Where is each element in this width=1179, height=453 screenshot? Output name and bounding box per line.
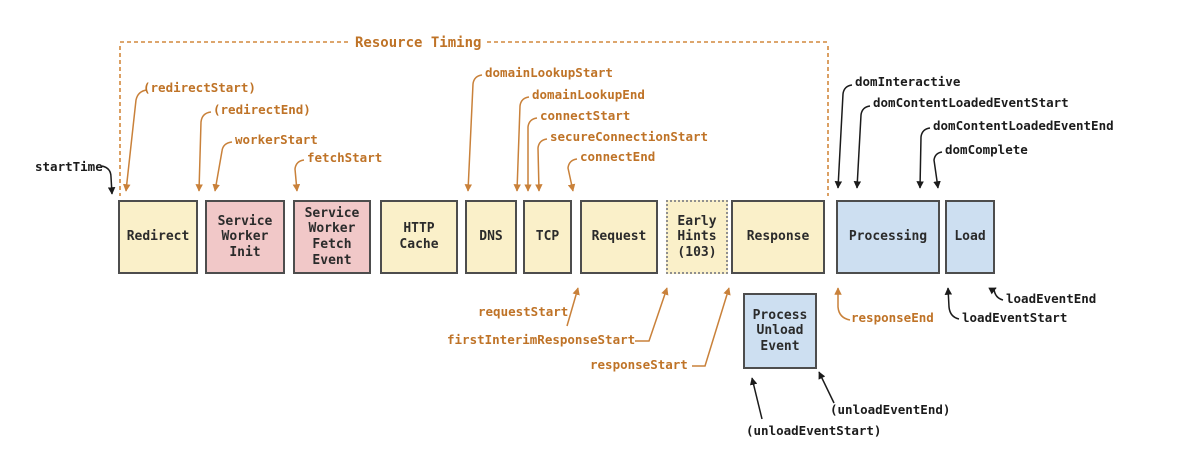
label-connectStart: connectStart	[540, 108, 631, 123]
arrow-domainLookupEnd	[513, 96, 530, 192]
arrow-secureConnectionStart	[535, 138, 548, 192]
label-domInteractive: domInteractive	[855, 74, 961, 89]
box-early-hints: Early Hints (103)	[666, 200, 728, 274]
label-responseEnd: responseEnd	[851, 310, 934, 325]
label-firstInterimResponseStart: firstInterimResponseStart	[447, 332, 636, 347]
resource-timing-title: Resource Timing	[355, 35, 482, 51]
label-unloadEventEnd: (unloadEventEnd)	[830, 402, 951, 417]
label-responseStart: responseStart	[590, 357, 688, 372]
box-tcp: TCP	[523, 200, 572, 274]
arrow-domainLookupStart	[464, 74, 483, 192]
label-unloadEventStart: (unloadEventStart)	[746, 423, 882, 438]
box-request: Request	[580, 200, 658, 274]
arrow-unloadEventStart	[749, 377, 763, 420]
box-service-worker-init: Service Worker Init	[205, 200, 285, 274]
box-process-unload-event: Process Unload Event	[743, 293, 817, 369]
arrow-loadEventStart	[944, 287, 960, 320]
label-startTime: startTime	[35, 159, 103, 174]
label-loadEventEnd: loadEventEnd	[1006, 291, 1097, 306]
label-domainLookupEnd: domainLookupEnd	[532, 87, 645, 102]
arrow-domInteractive	[834, 84, 853, 189]
arrow-unloadEventEnd	[818, 371, 835, 404]
arrow-domContentLoadedEventStart	[853, 105, 871, 189]
box-dns: DNS	[465, 200, 517, 274]
label-requestStart: requestStart	[478, 304, 569, 319]
box-service-worker-fetch-event: Service Worker Fetch Event	[293, 200, 371, 274]
arrow-firstInterimResponseStart	[635, 287, 669, 342]
box-processing: Processing	[836, 200, 940, 274]
label-connectEnd: connectEnd	[580, 149, 656, 164]
label-domContentLoadedEventEnd: domContentLoadedEventEnd	[933, 118, 1114, 133]
box-response: Response	[731, 200, 825, 274]
arrow-responseStart	[692, 287, 731, 367]
label-workerStart: workerStart	[235, 132, 318, 147]
arrow-fetchStart	[292, 159, 305, 192]
label-secureConnectionStart: secureConnectionStart	[550, 129, 709, 144]
box-redirect: Redirect	[118, 200, 198, 274]
arrow-connectStart	[524, 117, 538, 192]
arrow-loadEventEnd	[988, 287, 1004, 301]
arrow-requestStart	[566, 287, 580, 327]
arrow-connectEnd	[567, 158, 578, 192]
label-domContentLoadedEventStart: domContentLoadedEventStart	[873, 95, 1069, 110]
label-redirectEnd: (redirectEnd)	[213, 102, 311, 117]
arrow-domContentLoadedEventEnd	[916, 127, 931, 189]
arrow-redirectStart	[123, 89, 148, 192]
arrow-workerStart	[212, 141, 233, 192]
box-http-cache: HTTP Cache	[380, 200, 458, 274]
label-domComplete: domComplete	[945, 142, 1028, 157]
label-fetchStart: fetchStart	[307, 150, 383, 165]
arrow-domComplete	[933, 151, 943, 189]
arrow-startTime	[101, 165, 116, 195]
label-redirectStart: (redirectStart)	[143, 80, 256, 95]
arrow-responseEnd	[834, 287, 851, 321]
label-loadEventStart: loadEventStart	[962, 310, 1068, 325]
arrow-redirectEnd	[195, 111, 212, 192]
label-domainLookupStart: domainLookupStart	[485, 65, 613, 80]
box-load: Load	[945, 200, 995, 274]
